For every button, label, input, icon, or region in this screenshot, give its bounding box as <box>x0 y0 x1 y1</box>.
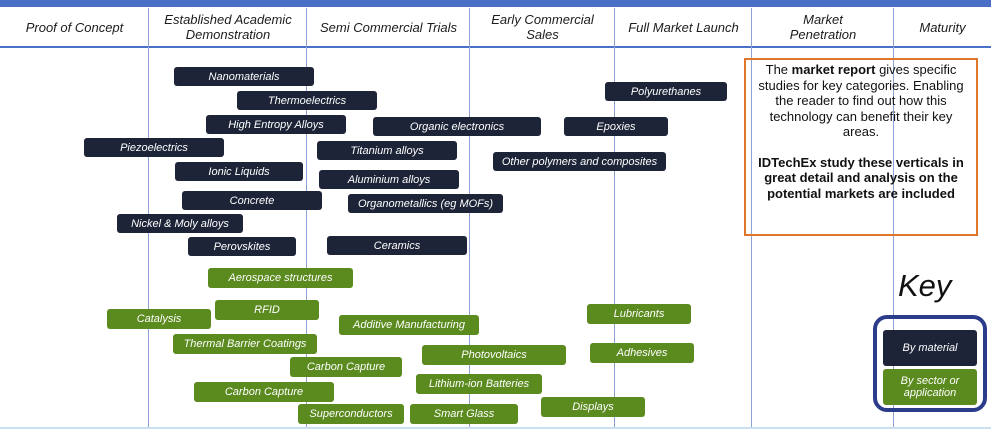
column-divider <box>614 8 615 428</box>
material-pill: Organic electronics <box>373 117 541 136</box>
application-pill: Carbon Capture <box>290 357 402 377</box>
material-pill: Ionic Liquids <box>175 162 303 181</box>
column-divider <box>751 8 752 428</box>
key-title: Key <box>898 268 952 303</box>
application-pill: Additive Manufacturing <box>339 315 479 335</box>
info-paragraph: The market report gives specific studies… <box>758 62 964 139</box>
application-pill: Superconductors <box>298 404 404 424</box>
material-pill: Polyurethanes <box>605 82 727 101</box>
bottom-border <box>0 427 991 429</box>
stage-header-row: Proof of Concept Established Academic De… <box>0 7 991 47</box>
top-accent-bar <box>0 0 991 7</box>
key-by-sector: By sector or application <box>883 369 977 405</box>
material-pill: Nickel & Moly alloys <box>117 214 243 233</box>
stage-header: Semi Commercial Trials <box>320 19 457 35</box>
column-divider <box>306 8 307 428</box>
application-pill: Catalysis <box>107 309 211 329</box>
key-by-material: By material <box>883 330 977 366</box>
material-pill: Piezoelectrics <box>84 138 224 157</box>
material-pill: Perovskites <box>188 237 296 256</box>
material-pill: Epoxies <box>564 117 668 136</box>
column-divider <box>893 8 894 428</box>
material-pill: Titanium alloys <box>317 141 457 160</box>
key-box: By material By sector or application <box>873 315 987 412</box>
info-paragraph-bold: IDTechEx study these verticals in great … <box>758 154 964 201</box>
material-pill: Thermoelectrics <box>237 91 377 110</box>
header-divider <box>0 46 991 48</box>
material-pill: Organometallics (eg MOFs) <box>348 194 503 213</box>
material-pill: Other polymers and composites <box>493 152 666 171</box>
application-pill: Adhesives <box>590 343 694 363</box>
material-pill: Aluminium alloys <box>319 170 459 189</box>
stage-header: Established Academic Demonstration <box>164 12 292 42</box>
application-pill: Photovoltaics <box>422 345 566 365</box>
stage-header: Early Commercial Sales <box>491 12 594 42</box>
application-pill: Aerospace structures <box>208 268 353 288</box>
application-pill: Lithium-ion Batteries <box>416 374 542 394</box>
application-pill: Thermal Barrier Coatings <box>173 334 317 354</box>
application-pill: RFID <box>215 300 319 320</box>
market-report-info-box: The market report gives specific studies… <box>744 58 978 236</box>
application-pill: Displays <box>541 397 645 417</box>
material-pill: High Entropy Alloys <box>206 115 346 134</box>
stage-header: Market Penetration <box>789 12 857 42</box>
material-pill: Ceramics <box>327 236 467 255</box>
stage-header: Proof of Concept <box>25 19 124 35</box>
material-pill: Concrete <box>182 191 322 210</box>
stage-header: Maturity <box>919 19 966 35</box>
application-pill: Carbon Capture <box>194 382 334 402</box>
stage-header: Full Market Launch <box>628 19 739 35</box>
material-pill: Nanomaterials <box>174 67 314 86</box>
column-divider <box>469 8 470 428</box>
application-pill: Lubricants <box>587 304 691 324</box>
application-pill: Smart Glass <box>410 404 518 424</box>
